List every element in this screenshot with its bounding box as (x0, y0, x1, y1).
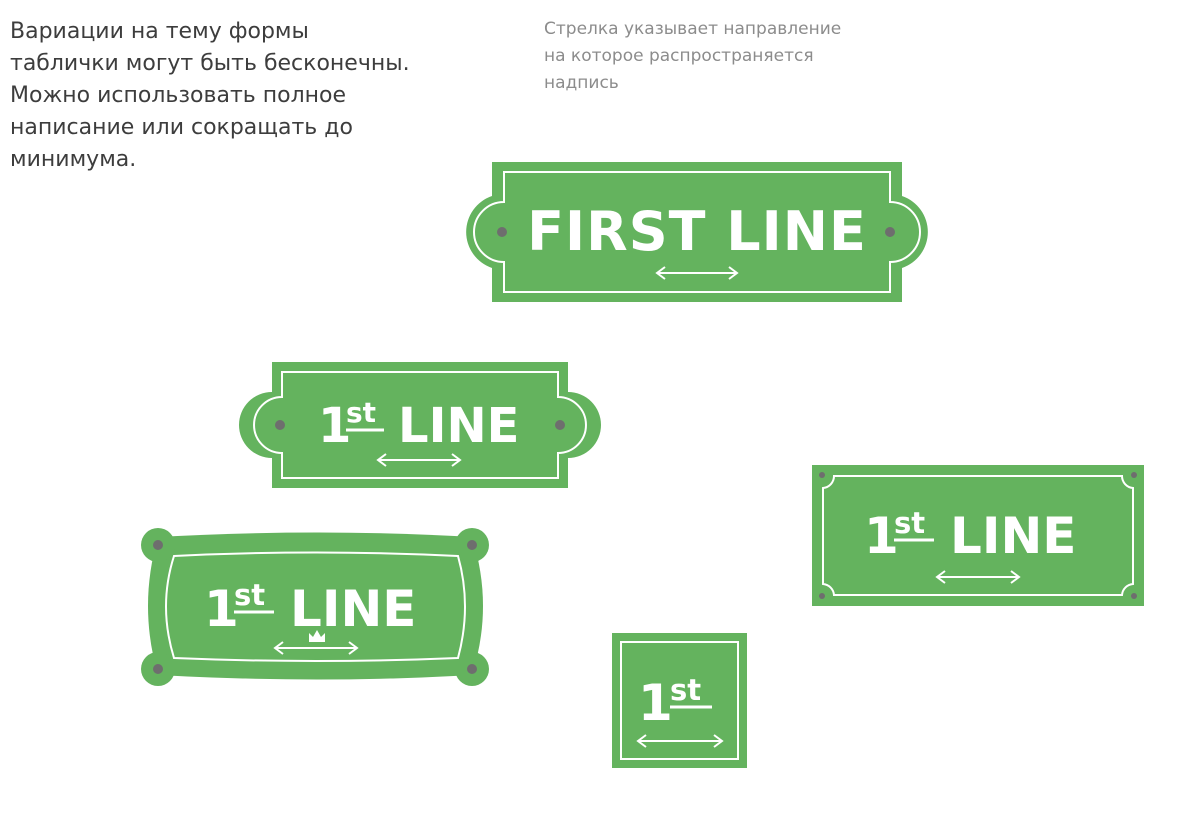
sign-numeral: 1 (318, 398, 351, 454)
sign-word: LINE (398, 398, 519, 454)
bolt-icon (153, 664, 163, 674)
bolt-icon (555, 420, 565, 430)
caption-variations: Вариации на тему формы таблички могут бы… (10, 19, 410, 172)
sign-numeral: 1 (204, 580, 239, 638)
double-arrow-horizontal-icon (376, 453, 462, 467)
bolt-icon (885, 227, 895, 237)
bolt-icon (467, 540, 477, 550)
crown-icon (309, 630, 325, 642)
double-arrow-horizontal-icon (636, 734, 724, 748)
sign-first-line-text: FIRST LINE (527, 200, 867, 263)
sign-first-line: FIRST LINE (466, 162, 928, 302)
bolt-icon (819, 472, 825, 478)
sign-suffix: st (894, 506, 925, 540)
sign-suffix: st (234, 578, 265, 612)
bolt-icon (1131, 593, 1137, 599)
sign-suffix: st (670, 673, 701, 707)
sign-numeral: 1 (864, 507, 899, 565)
sign-1st-line-crown: 1 st LINE (141, 528, 489, 686)
double-arrow-horizontal-icon (655, 266, 739, 280)
sign-1st-line-rectangle: 1 st LINE (812, 465, 1144, 606)
sign-1st-line-scalloped: 1 st LINE (239, 362, 601, 488)
sign-1st-square: 1 st (612, 633, 747, 768)
bolt-icon (819, 593, 825, 599)
caption-arrow-direction: Стрелка указывает направление на которое… (544, 19, 842, 93)
sign-word: LINE (290, 580, 416, 638)
bolt-icon (153, 540, 163, 550)
bolt-icon (1131, 472, 1137, 478)
double-arrow-horizontal-icon (935, 570, 1021, 584)
sign-suffix: st (346, 396, 376, 429)
bolt-icon (497, 227, 507, 237)
sign-numeral: 1 (638, 674, 673, 732)
sign-word: LINE (950, 507, 1076, 565)
bolt-icon (467, 664, 477, 674)
double-arrow-horizontal-icon (273, 641, 359, 655)
bolt-icon (275, 420, 285, 430)
